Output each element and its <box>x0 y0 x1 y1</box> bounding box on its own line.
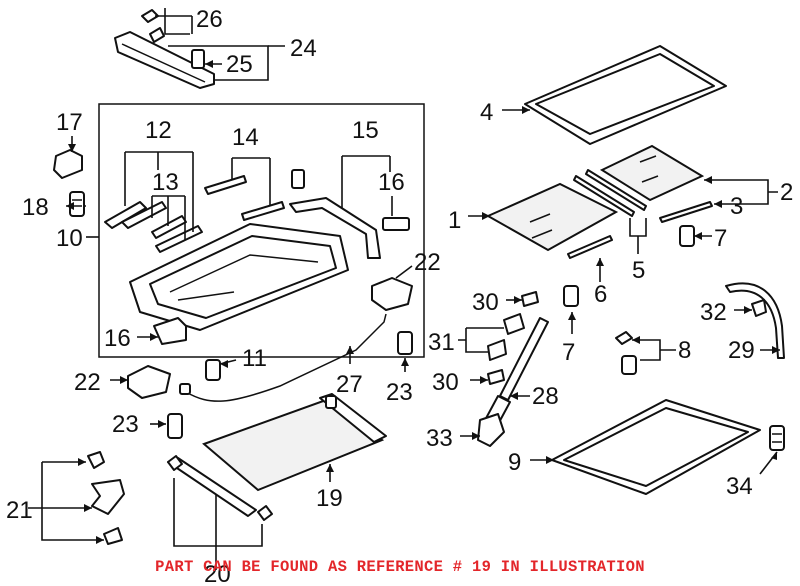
callout-30-upper: 30 <box>472 289 499 316</box>
callout-12: 12 <box>145 117 172 144</box>
part-8-clips <box>615 331 637 375</box>
callout-18: 18 <box>22 194 49 221</box>
callout-20: 20 <box>204 561 231 586</box>
callout-7-upper: 7 <box>714 225 727 252</box>
callout-10: 10 <box>56 225 83 252</box>
callout-9: 9 <box>508 449 521 476</box>
callout-22-lower: 22 <box>74 369 101 396</box>
callout-13: 13 <box>152 169 179 196</box>
part-33-elbow <box>477 413 505 447</box>
callout-23-upper: 23 <box>386 379 413 406</box>
callout-29: 29 <box>728 337 755 364</box>
part-2-rear-glass <box>599 144 705 202</box>
part-10-sunroof-frame <box>129 223 349 331</box>
leader-21 <box>28 461 104 541</box>
callout-23-lower: 23 <box>112 411 139 438</box>
leader-8 <box>632 339 676 361</box>
part-1-front-glass <box>485 182 619 252</box>
part-24-front-cover <box>114 9 215 89</box>
callout-17: 17 <box>56 109 83 136</box>
callout-24: 24 <box>290 35 317 62</box>
leader-5 <box>629 218 647 254</box>
callout-2: 2 <box>780 179 793 206</box>
callout-22-upper: 22 <box>414 249 441 276</box>
callout-15: 15 <box>352 117 379 144</box>
callout-19: 19 <box>316 485 343 512</box>
callout-4: 4 <box>480 99 493 126</box>
callout-27: 27 <box>336 371 363 398</box>
part-9-seal <box>551 399 761 495</box>
part-7-clip-lower <box>563 285 579 307</box>
callout-21: 21 <box>6 497 33 524</box>
part-23-clip-lower <box>167 413 183 439</box>
part-17-bracket <box>53 136 83 179</box>
arrowheads <box>66 60 780 544</box>
part-20-rail <box>167 455 273 521</box>
parts-12-16-rails <box>104 169 410 345</box>
callout-26: 26 <box>196 6 223 33</box>
part-23-clip-upper <box>397 331 413 355</box>
parts-30-31-grommets <box>487 291 539 385</box>
callout-34: 34 <box>726 473 753 500</box>
part-34-motor-plug <box>769 425 785 451</box>
part-3-strip <box>659 201 713 223</box>
callout-33: 33 <box>426 425 453 452</box>
callout-25: 25 <box>226 51 253 78</box>
part-4-seal <box>524 45 727 145</box>
part-27-cable <box>179 313 387 402</box>
callout-7-lower: 7 <box>562 339 575 366</box>
callout-16-lower: 16 <box>104 325 131 352</box>
callout-30-lower: 30 <box>432 369 459 396</box>
callout-32: 32 <box>700 299 727 326</box>
callout-28: 28 <box>532 383 559 410</box>
callout-8: 8 <box>678 337 691 364</box>
leader-20 <box>173 478 263 570</box>
callout-3: 3 <box>730 193 743 220</box>
leader-22-upper <box>395 265 413 279</box>
part-22-motor-upper <box>371 277 413 311</box>
callout-1: 1 <box>448 207 461 234</box>
callout-11: 11 <box>242 345 267 372</box>
leader-lines-24-26 <box>155 8 285 81</box>
leader-2-3 <box>704 179 778 205</box>
part-7-clip-upper <box>679 225 695 247</box>
part-22-motor-lower <box>127 365 171 399</box>
footer-note: PART CAN BE FOUND AS REFERENCE # 19 IN I… <box>155 558 645 576</box>
callout-14: 14 <box>232 124 259 151</box>
leader-lines-10-16 <box>66 151 393 338</box>
part-21-hardware <box>87 451 125 545</box>
callout-16-upper: 16 <box>378 169 405 196</box>
leader-31 <box>458 327 504 353</box>
part-5-6-strips <box>567 169 647 259</box>
assembly-box-10 <box>98 103 425 358</box>
part-19-sunshade <box>202 393 387 492</box>
callout-5: 5 <box>632 257 645 284</box>
part-11-clip <box>205 359 221 381</box>
callout-31: 31 <box>428 329 455 356</box>
callout-6: 6 <box>594 281 607 308</box>
part-29-hose <box>725 282 785 359</box>
